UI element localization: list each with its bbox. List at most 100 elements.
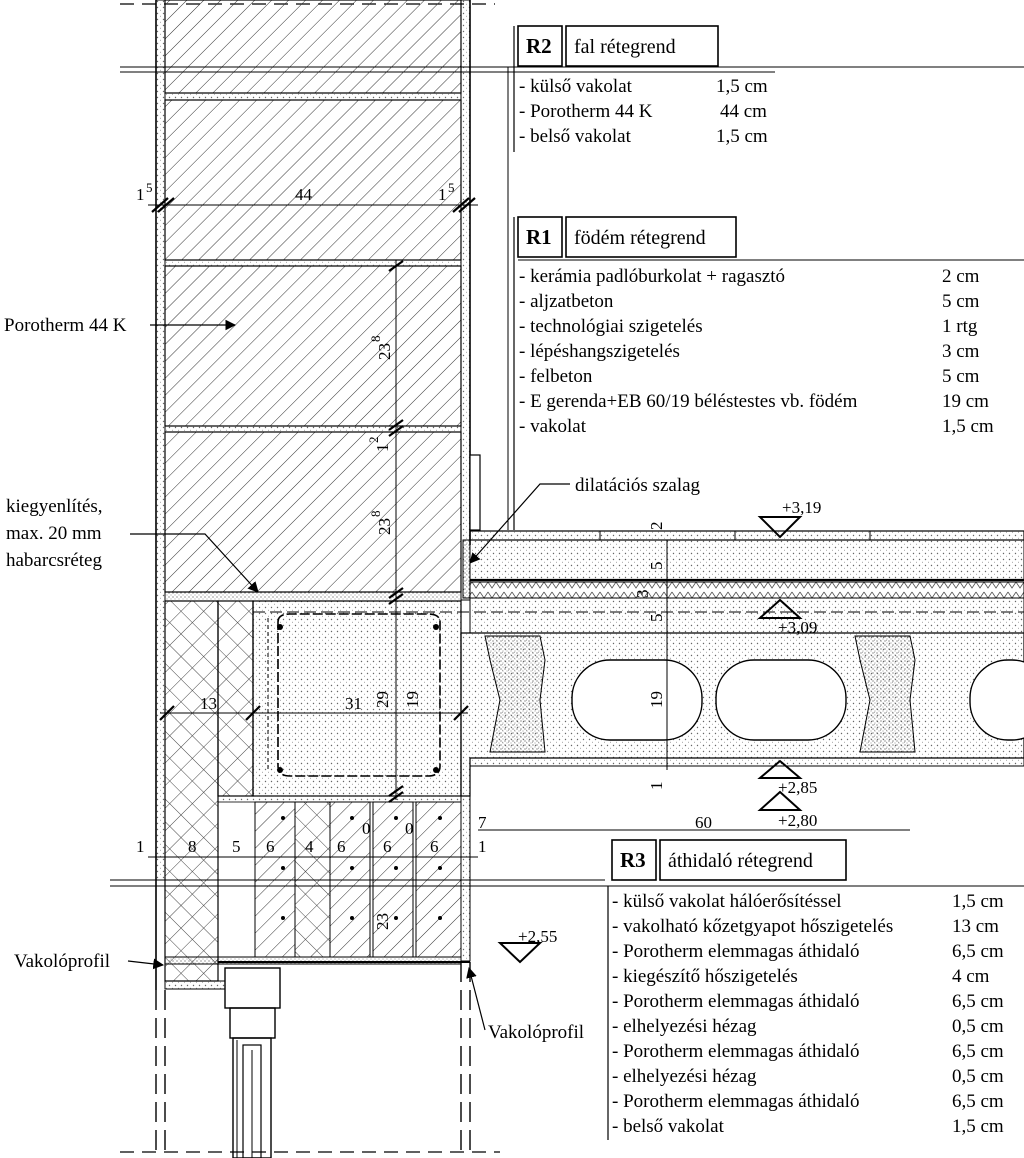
level-280: +2,80 — [778, 811, 817, 830]
dim-topping5: 5 — [647, 614, 666, 623]
floor-section — [460, 454, 1024, 797]
dim-seg6d: 6 — [430, 837, 439, 856]
table-r3: R3 áthidaló rétegrend - külső vakolat há… — [607, 839, 1004, 1140]
r3-row-6-value: 6,5 cm — [952, 1041, 1004, 1062]
r3-row-7-name: - elhelyezési hézag — [612, 1066, 757, 1087]
dimension-labels: 1 5 44 1 5 23 8 1 2 23 8 29 19 13 31 19 … — [136, 180, 712, 930]
dim-beam29: 29 — [373, 691, 392, 708]
r3-row-8-name: - Porotherm elemmagas áthidaló — [612, 1091, 859, 1112]
callouts: Porotherm 44 K kiegyenlítés, max. 20 mm … — [4, 315, 701, 1043]
dim-floor-plaster: 1 — [647, 782, 666, 791]
callout-vakoloprofil-left: Vakolóprofil — [14, 951, 110, 972]
r1-row-6-value: 1,5 cm — [942, 416, 994, 437]
level-markers: +3,19 +3,09 +2,85 +2,80 +2,55 — [497, 498, 821, 964]
dim-joint-sup: 2 — [366, 437, 381, 444]
callout-porotherm: Porotherm 44 K — [4, 315, 127, 336]
level-319: +3,19 — [782, 498, 821, 517]
dim-brick-h1-sup: 8 — [368, 336, 383, 343]
dim-seg5: 5 — [232, 837, 241, 856]
r3-code: R3 — [620, 848, 646, 872]
r3-row-5-name: - elhelyezési hézag — [612, 1016, 757, 1037]
r1-row-4-value: 5 cm — [942, 366, 980, 387]
r3-row-2-name: - Porotherm elemmagas áthidaló — [612, 941, 859, 962]
r3-row-3-value: 4 cm — [952, 966, 990, 987]
dim-wall-core: 44 — [295, 185, 313, 204]
dim-joint: 1 — [373, 444, 392, 453]
r1-row-3-name: - lépéshangszigetelés — [519, 341, 680, 362]
r1-title: födém rétegrend — [574, 227, 706, 249]
r2-row-1-value: 44 cm — [720, 101, 767, 122]
r1-row-4-name: - felbeton — [519, 366, 593, 387]
dim-seg0b: 0 — [405, 819, 414, 838]
callout-dilatacios: dilatációs szalag — [575, 475, 701, 496]
dim-seg6c: 6 — [383, 837, 392, 856]
r3-title: áthidaló rétegrend — [668, 850, 813, 872]
r1-row-2-value: 1 rtg — [942, 316, 978, 337]
r1-row-0-name: - kerámia padlóburkolat + ragasztó — [519, 266, 785, 287]
dim-seg0a: 0 — [362, 819, 371, 838]
dimension-lines — [148, 197, 910, 858]
dim-floor19: 19 — [647, 691, 666, 708]
r2-row-0-name: - külső vakolat — [519, 76, 633, 97]
r3-row-8-value: 6,5 cm — [952, 1091, 1004, 1112]
r3-row-1-value: 13 cm — [952, 916, 999, 937]
callout-kiegyenlites-3: habarcsréteg — [6, 550, 102, 571]
r1-row-3-value: 3 cm — [942, 341, 980, 362]
dim-brick-h2-sup: 8 — [368, 511, 383, 518]
r3-row-3-name: - kiegészítő hőszigetelés — [612, 966, 798, 987]
callout-kiegyenlites-2: max. 20 mm — [6, 523, 102, 544]
r3-row-0-name: - külső vakolat hálóerősítéssel — [612, 891, 842, 912]
dim-span60: 60 — [695, 813, 712, 832]
dim-beam31: 31 — [345, 694, 362, 713]
callout-vakoloprofil-right: Vakolóprofil — [488, 1022, 584, 1043]
r3-row-9-name: - belső vakolat — [612, 1116, 725, 1137]
r3-row-7-value: 0,5 cm — [952, 1066, 1004, 1087]
r3-row-6-name: - Porotherm elemmagas áthidaló — [612, 1041, 859, 1062]
lintel-section — [110, 600, 1024, 990]
level-285: +2,85 — [778, 778, 817, 797]
dim-tile2: 2 — [647, 522, 666, 531]
dim-seg1: 1 — [136, 837, 145, 856]
dim-lintel-h: 23 — [373, 913, 392, 930]
r3-row-0-value: 1,5 cm — [952, 891, 1004, 912]
r2-row-2-name: - belső vakolat — [519, 126, 632, 147]
r1-row-5-name: - E gerenda+EB 60/19 béléstestes vb. föd… — [519, 391, 858, 412]
table-r2: R2 fal rétegrend - külső vakolat 1,5 cm … — [513, 25, 768, 152]
r2-title: fal rétegrend — [574, 36, 676, 58]
dim-screed5: 5 — [647, 562, 666, 571]
r3-row-4-name: - Porotherm elemmagas áthidaló — [612, 991, 859, 1012]
callout-kiegyenlites-1: kiegyenlítés, — [6, 496, 103, 517]
dim-ins13: 13 — [200, 694, 217, 713]
r1-row-5-value: 19 cm — [942, 391, 989, 412]
r1-row-2-name: - technológiai szigetelés — [519, 316, 703, 337]
r3-row-4-value: 6,5 cm — [952, 991, 1004, 1012]
r2-row-1-name: - Porotherm 44 K — [519, 101, 653, 122]
r1-row-6-name: - vakolat — [519, 416, 587, 437]
wall-section — [120, 0, 1024, 990]
dim-acoustic3: 3 — [633, 590, 652, 599]
dim-wall-inner: 1 — [438, 185, 447, 204]
dim-brick-h2: 23 — [375, 518, 394, 535]
dim-seg8: 8 — [188, 837, 197, 856]
r1-row-1-name: - aljzatbeton — [519, 291, 614, 312]
window-frame — [120, 962, 500, 1158]
dim-seg4: 4 — [305, 837, 314, 856]
dim-seg6b: 6 — [337, 837, 346, 856]
dim-seg1b: 1 — [478, 837, 487, 856]
r3-row-9-value: 1,5 cm — [952, 1116, 1004, 1137]
dim-wall-outer: 1 — [136, 185, 145, 204]
r3-row-1-name: - vakolható kőzetgyapot hőszigetelés — [612, 916, 893, 937]
r1-row-1-value: 5 cm — [942, 291, 980, 312]
level-309: +3,09 — [778, 618, 817, 637]
dim-sup5-a: 5 — [146, 180, 153, 195]
r1-code: R1 — [526, 225, 552, 249]
table-r1: R1 födém rétegrend - kerámia padlóburkol… — [507, 67, 1024, 530]
r2-row-0-value: 1,5 cm — [716, 76, 768, 97]
dim-seg6a: 6 — [266, 837, 275, 856]
r1-row-0-value: 2 cm — [942, 266, 980, 287]
r2-code: R2 — [526, 34, 552, 58]
dim-seg7: 7 — [478, 813, 487, 832]
r3-row-2-value: 6,5 cm — [952, 941, 1004, 962]
dim-brick-h1: 23 — [375, 343, 394, 360]
